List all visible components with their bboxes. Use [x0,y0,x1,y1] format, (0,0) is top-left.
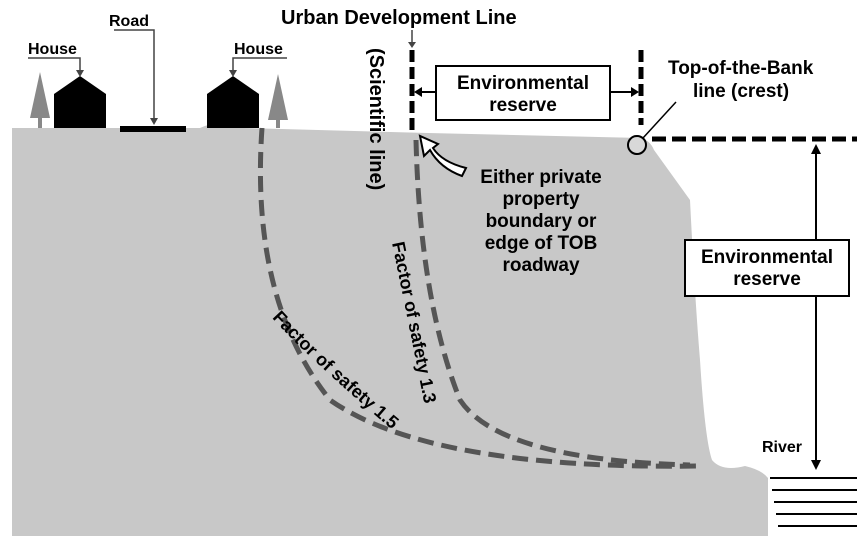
road-surface [120,126,186,132]
failure-curve-fs13 [413,139,691,468]
environmental-reserve-top-line1: Environmental [457,73,589,94]
failure-curve-fs15 [257,127,701,469]
river-water [770,477,857,527]
tree-right [268,74,288,128]
tree-left [30,72,50,128]
house-left-icon [54,76,106,128]
road-label: Road [109,13,149,30]
reserve-arrowhead-left [414,87,422,97]
house-right-leader [232,57,287,74]
boundary-note-line4: edge of TOB [485,233,598,254]
boundary-note-line1: Either private [480,167,601,188]
house-left-leader [28,57,81,74]
house-left-label: House [28,41,77,58]
boundary-note-line5: roadway [502,255,580,276]
scientific-line-label: (Scientific line) [365,48,387,190]
top-of-bank-label-line1: Top-of-the-Bank [668,58,814,79]
crest-leader [642,101,677,139]
environmental-reserve-top-box [435,65,611,121]
road-arrowhead [150,118,158,125]
environmental-reserve-top-line2: reserve [489,95,557,116]
house-right-label: House [234,41,283,58]
house-right-icon [207,76,259,128]
environmental-reserve-side-line1: Environmental [701,247,833,268]
boundary-curved-arrow [418,134,468,178]
boundary-note-line2: property [502,189,580,210]
urban-development-line-label: Urban Development Line [281,7,517,29]
environmental-reserve-side-line2: reserve [733,269,801,290]
top-of-bank-label-line2: line (crest) [693,81,789,102]
environmental-reserve-side-box [684,239,850,297]
ground-slope [12,123,768,536]
road-leader [114,29,155,122]
reserve-arrowhead-right [631,87,639,97]
house-left-arrowhead [76,70,84,77]
urban-line-arrowhead [408,42,416,48]
river-label: River [762,439,802,456]
reserve-vertical-arrowhead-top [811,144,821,154]
house-right-arrowhead [229,70,237,77]
reserve-vertical-arrowhead-bottom [811,460,821,470]
boundary-note-line3: boundary or [486,211,597,232]
crest-marker [627,135,647,155]
